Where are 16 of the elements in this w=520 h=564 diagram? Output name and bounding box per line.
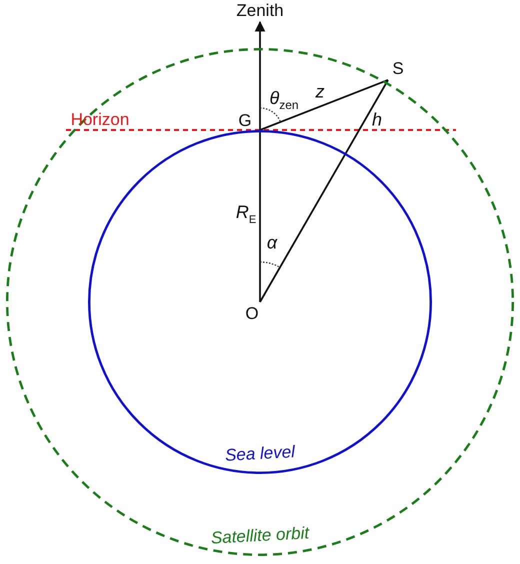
sea-level-label: Sea level <box>224 442 296 466</box>
angle-label: α <box>266 232 278 254</box>
line-segment <box>259 80 389 302</box>
edge-label: h <box>372 110 382 130</box>
line-segment <box>260 79 388 131</box>
edge-label: z <box>316 82 324 102</box>
point-label: G <box>238 111 252 131</box>
edge-label: R$_{E}$ <box>236 202 256 226</box>
point-label: S <box>392 59 404 79</box>
line-segment <box>259 130 261 302</box>
orbit-label: Satellite orbit <box>210 523 310 549</box>
point-label: O <box>245 304 259 324</box>
zenith-label: Zenith <box>236 1 284 21</box>
horizon-label: Horizon <box>70 110 130 130</box>
arrow <box>254 20 266 130</box>
angle-label: θ$_{zen}$ <box>269 88 299 112</box>
